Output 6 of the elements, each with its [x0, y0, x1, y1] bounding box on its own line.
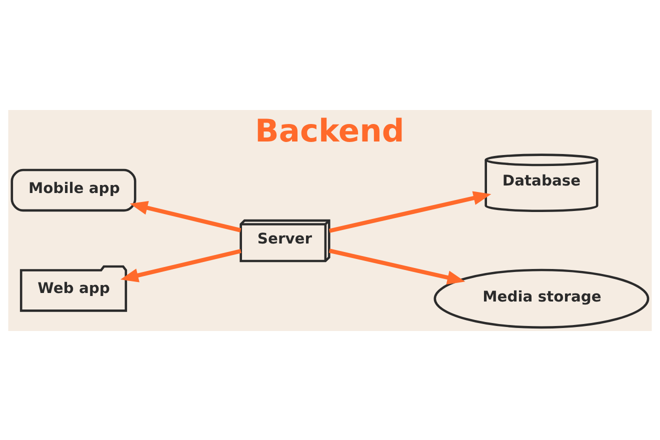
arrow [328, 248, 466, 284]
arrow [130, 200, 242, 232]
arrow [120, 248, 242, 282]
arrow [328, 190, 492, 232]
diagram-title: Backend [255, 112, 404, 149]
node-box: Mobile app [10, 168, 136, 212]
